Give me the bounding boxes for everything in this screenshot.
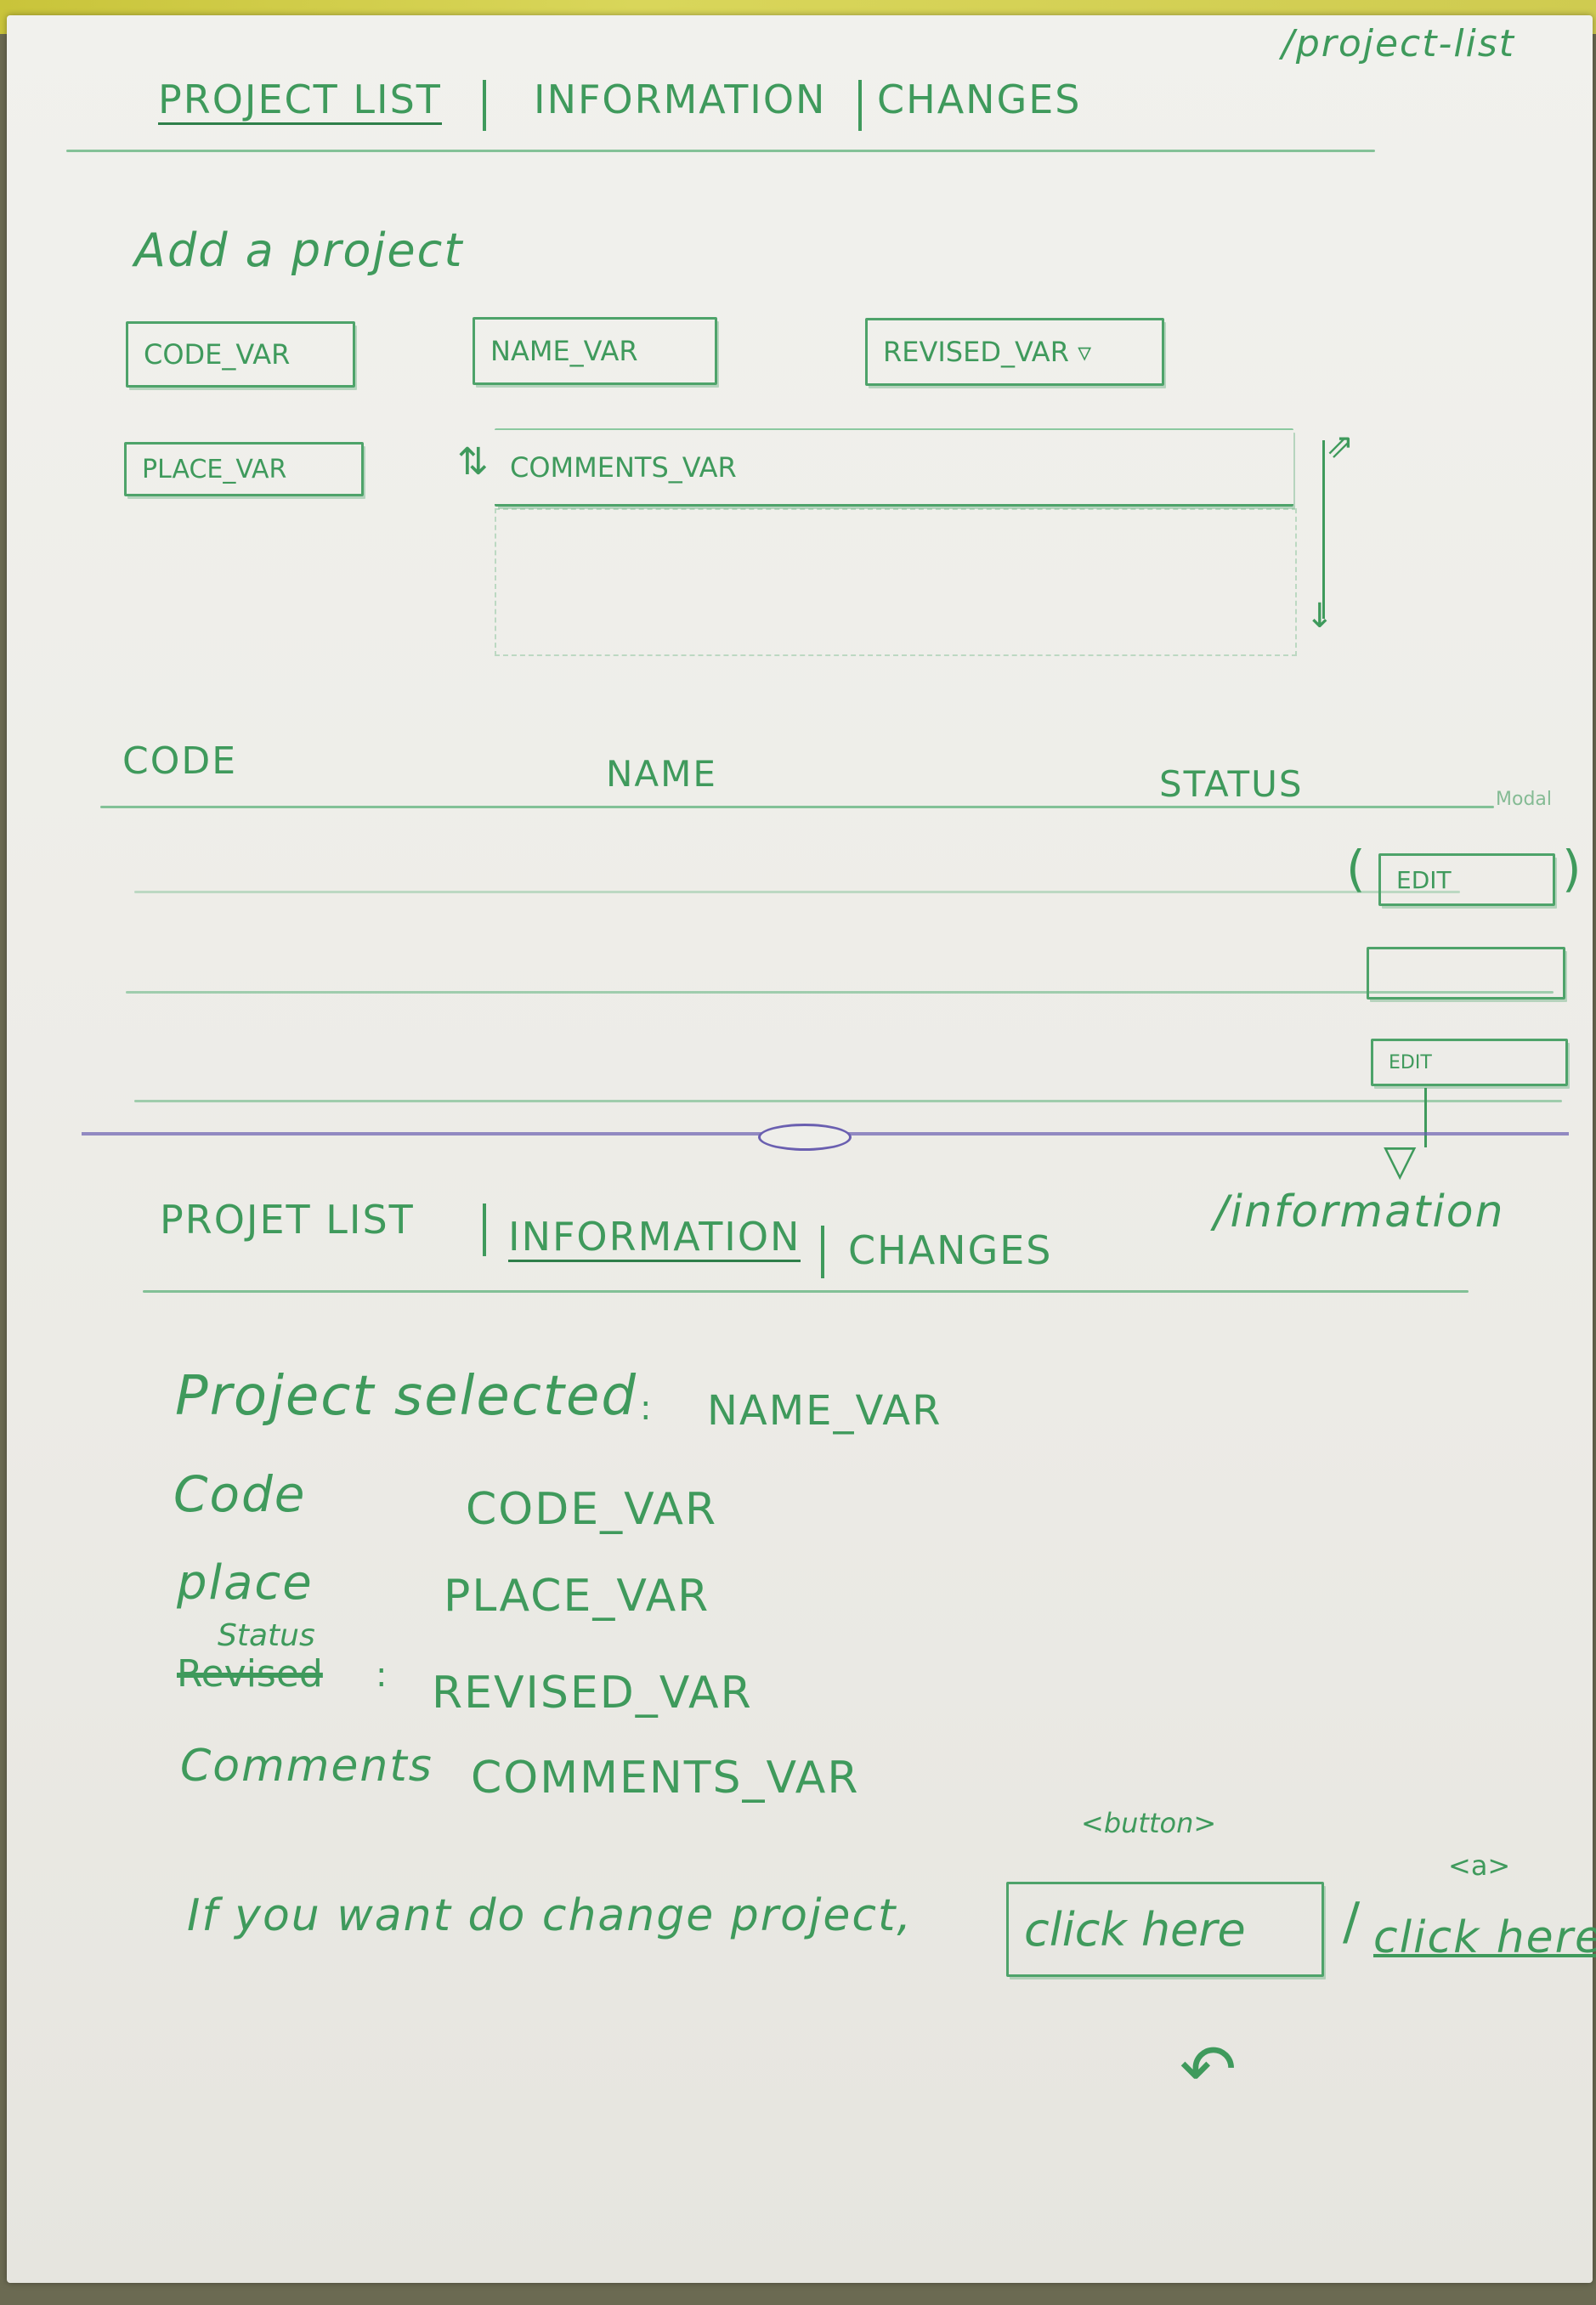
edit-paren-left: ( <box>1346 840 1366 898</box>
top-tab-changes[interactable]: CHANGES <box>877 76 1082 122</box>
code-value: CODE_VAR <box>466 1484 718 1535</box>
place-input[interactable]: PLACE_VAR <box>124 442 364 496</box>
nav-separator <box>66 150 1375 152</box>
curved-arrow-icon: ↶ <box>1180 2030 1237 2109</box>
button-tag-note: <button> <box>1081 1807 1217 1839</box>
change-project-link[interactable]: click here <box>1373 1912 1596 1963</box>
code-input[interactable]: CODE_VAR <box>126 321 355 388</box>
top-tab-project-list[interactable]: PROJECT LIST <box>158 76 442 125</box>
slash: / <box>1343 1892 1361 1951</box>
resize-arrow-icon <box>1322 440 1325 619</box>
col-header-name: NAME <box>606 753 717 795</box>
bottom-tab-project-list[interactable]: PROJET LIST <box>160 1197 415 1243</box>
table-row <box>134 891 1460 893</box>
col-header-extra: Modal <box>1496 789 1552 810</box>
arrow-head-icon: ▽ <box>1384 1136 1417 1185</box>
arrow-down-icon: ↓ <box>1305 597 1334 636</box>
edit-paren-right: ) <box>1562 840 1582 898</box>
selected-label: Project selected <box>175 1365 637 1428</box>
tab-divider <box>483 1203 486 1256</box>
bottom-tab-information[interactable]: INFORMATION <box>508 1214 801 1262</box>
change-prompt: If you want do change project, <box>187 1890 913 1941</box>
link-tag-note: <a> <box>1448 1849 1511 1882</box>
comments-textarea[interactable]: COMMENTS_VAR <box>495 428 1293 507</box>
navigate-arrow-icon <box>1424 1088 1427 1147</box>
name-input[interactable]: NAME_VAR <box>473 317 717 385</box>
add-project-heading: Add a project <box>134 224 464 277</box>
revised-select[interactable]: REVISED_VAR ▿ <box>865 318 1164 386</box>
comments-value: COMMENTS_VAR <box>471 1753 860 1804</box>
table-header-rule <box>100 806 1494 808</box>
top-tab-information[interactable]: INFORMATION <box>534 76 827 122</box>
selected-value: NAME_VAR <box>707 1387 942 1435</box>
route-label-information: /information <box>1214 1186 1505 1237</box>
status-struck-label: Revised <box>177 1652 323 1696</box>
colon: : <box>640 1389 652 1428</box>
edit-button[interactable]: EDIT <box>1378 853 1555 906</box>
colon: : <box>376 1656 388 1695</box>
col-header-status: STATUS <box>1159 763 1304 805</box>
comments-textarea-area[interactable] <box>495 508 1297 656</box>
nav-separator <box>143 1290 1469 1293</box>
comments-label: Comments <box>180 1741 433 1792</box>
status-label: Status <box>218 1618 315 1653</box>
table-row <box>134 1100 1562 1102</box>
change-project-button[interactable]: click here <box>1006 1882 1324 1977</box>
divider-knot-icon <box>758 1124 852 1151</box>
table-row <box>126 991 1554 994</box>
bottom-tab-changes[interactable]: CHANGES <box>848 1227 1053 1273</box>
action-button-empty[interactable] <box>1367 947 1565 1000</box>
resize-arrows-icon: ⇅ <box>457 440 489 484</box>
status-value: REVISED_VAR <box>432 1668 753 1719</box>
place-value: PLACE_VAR <box>444 1571 710 1622</box>
tab-divider <box>858 80 862 131</box>
col-header-code: CODE <box>122 739 238 783</box>
tab-divider <box>821 1226 824 1278</box>
expand-corner-icon[interactable]: ⇗ <box>1326 427 1355 466</box>
place-label: place <box>177 1555 314 1611</box>
tab-divider <box>483 80 486 131</box>
edit-button-small[interactable]: EDIT <box>1371 1039 1568 1086</box>
route-label-project-list: /project-list <box>1282 22 1516 65</box>
sketch-paper: /project-list PROJECT LIST INFORMATION C… <box>7 15 1596 2283</box>
code-label: Code <box>173 1465 307 1523</box>
